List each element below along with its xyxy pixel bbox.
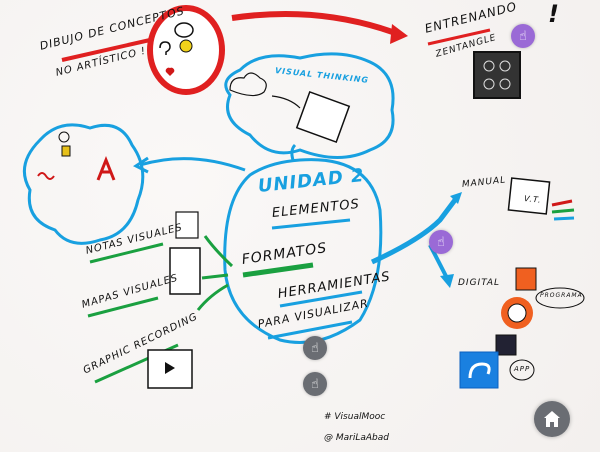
label-digital: DIGITAL [458, 278, 501, 288]
visual-thinking-cloud [224, 52, 395, 159]
label-hashtag: # VisualMooc [324, 412, 386, 422]
label-vt: V.T. [523, 194, 542, 205]
central-circle [223, 158, 383, 344]
hand-pointer-icon: ☝ [437, 234, 445, 250]
home-icon [544, 411, 560, 427]
question-mark-icon [159, 41, 171, 55]
label-programa: PROGRAMA [540, 292, 583, 299]
hand-pointer-icon: ☝ [519, 28, 527, 44]
hotspot-bottom[interactable]: ☝ [303, 372, 327, 396]
hotspot-herramientas[interactable]: ☝ [429, 230, 453, 254]
label-app: APP [514, 365, 531, 373]
label-exclamation: ! [548, 0, 560, 28]
red-letter-a-icon [96, 155, 116, 181]
zentangle-pattern [473, 51, 521, 99]
hotspot-entrenando[interactable]: ☝ [511, 24, 535, 48]
hand-pointer-icon: ☝ [311, 340, 319, 356]
hand-pointer-icon: ☝ [311, 376, 319, 392]
hotspot-para-visualizar[interactable]: ☝ [303, 336, 327, 360]
label-author: @ MariLaAbad [324, 433, 389, 443]
app-icon-dark [495, 334, 517, 356]
lightbulb-icon [179, 39, 193, 53]
app-icon-orange [515, 267, 537, 291]
app-icon-blue [459, 351, 499, 389]
red-arrow [231, 11, 400, 37]
red-scribble [37, 172, 55, 180]
heart-icon [165, 67, 175, 76]
home-button[interactable] [534, 401, 570, 437]
left-cloud [22, 123, 145, 245]
